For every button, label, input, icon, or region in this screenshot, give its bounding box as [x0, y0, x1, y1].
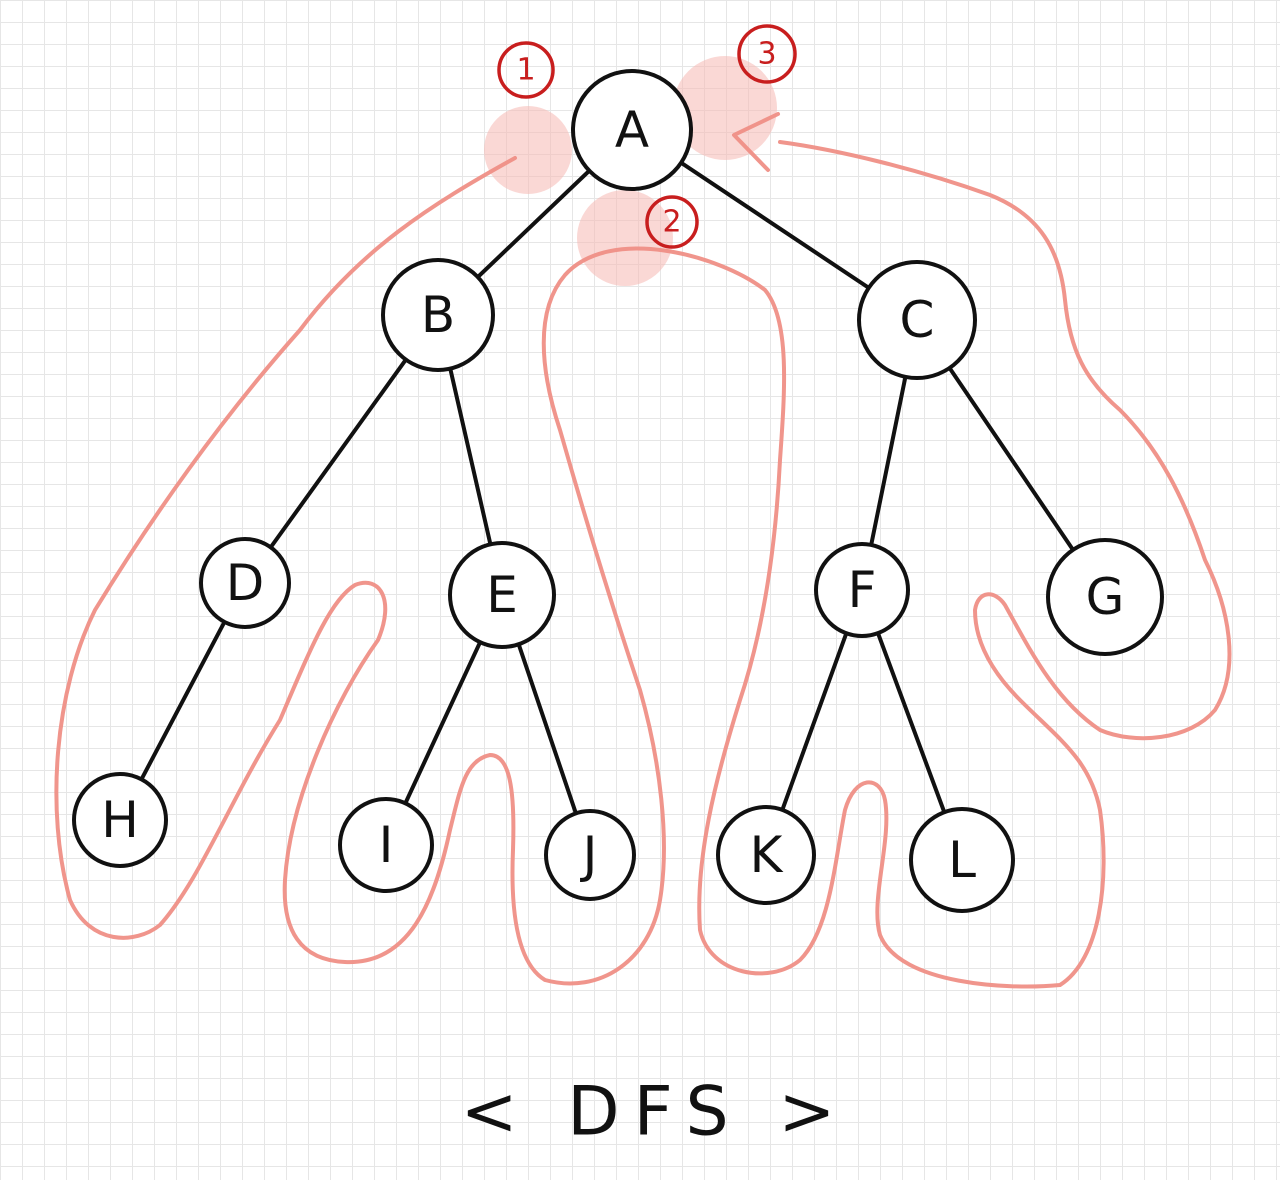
highlight-middle [577, 190, 673, 286]
node-circle [448, 541, 556, 649]
node-circle [571, 69, 693, 191]
node-label: H [101, 791, 139, 849]
node-circle [72, 772, 168, 868]
node-label: F [848, 561, 877, 619]
node-L: L [909, 807, 1015, 913]
step-marker-3: 3 [737, 24, 797, 84]
marker-ring [737, 24, 797, 84]
highlight-end [673, 56, 777, 160]
node-circle [1046, 538, 1164, 656]
node-K: K [716, 805, 816, 905]
highlight-start [484, 106, 572, 194]
node-label: E [486, 566, 518, 624]
marker-ring [497, 41, 555, 99]
node-circle [338, 797, 434, 893]
node-C: C [857, 260, 977, 380]
step-marker-1: 1 [497, 41, 555, 99]
node-circle [857, 260, 977, 380]
step-marker-2: 2 [645, 195, 699, 249]
node-label: L [948, 831, 976, 889]
node-circle [544, 809, 636, 901]
node-B: B [381, 258, 495, 372]
node-label: G [1086, 568, 1125, 626]
node-label: D [226, 554, 265, 612]
node-label: K [750, 826, 784, 884]
node-circle [199, 537, 291, 629]
traversal-arrow-head [732, 112, 780, 172]
node-E: E [448, 541, 556, 649]
marker-label: 3 [757, 37, 776, 72]
node-H: H [72, 772, 168, 868]
node-label: B [421, 286, 455, 344]
node-circle [716, 805, 816, 905]
node-I: I [338, 797, 434, 893]
node-label: A [615, 101, 649, 159]
node-D: D [199, 537, 291, 629]
marker-ring [645, 195, 699, 249]
node-A: A [571, 69, 693, 191]
node-F: F [814, 542, 910, 638]
traversal-path [54, 140, 1232, 989]
node-label: I [379, 816, 394, 874]
node-circle [814, 542, 910, 638]
marker-label: 1 [516, 53, 535, 88]
node-G: G [1046, 538, 1164, 656]
diagram-caption: < DFS > [461, 1073, 850, 1152]
node-circle [909, 807, 1015, 913]
node-label: J [580, 826, 598, 884]
node-label: C [900, 291, 935, 349]
node-J: J [544, 809, 636, 901]
marker-label: 2 [662, 205, 681, 240]
node-circle [381, 258, 495, 372]
